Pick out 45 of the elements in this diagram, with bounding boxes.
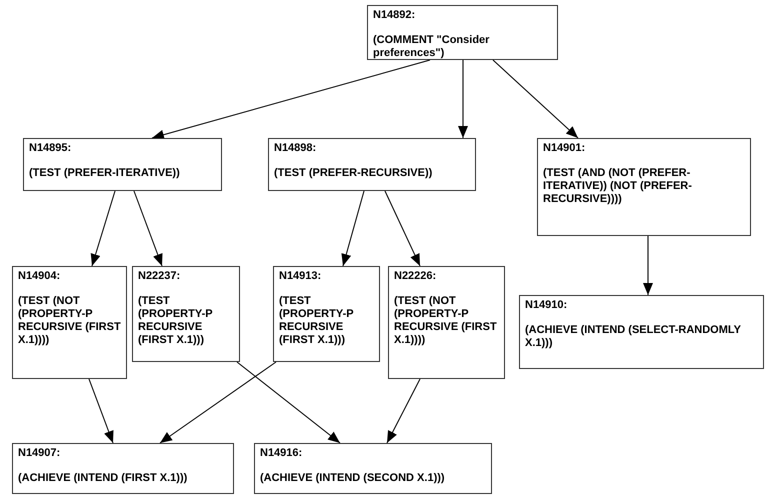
arrow [152,60,430,140]
node-box [23,138,222,191]
node-id: N14910: [525,299,568,312]
arrow [134,190,162,266]
arrow [492,60,578,138]
node-expression: (ACHIEVE (INTEND (SELECT-RANDOMLY X.1))) [525,324,742,350]
node-id: N14892: [373,9,416,22]
node-id: N14916: [260,447,304,460]
node-box [12,443,234,494]
arrow [90,190,116,266]
arrow [643,236,653,296]
node-id: N14898: [274,142,318,155]
arrow [384,190,420,266]
node-expression: (ACHIEVE (INTEND (SECOND X.1))) [260,472,446,485]
node-box [268,138,476,191]
arrow [386,378,420,444]
node-expression: (TEST (PROPERTY-P RECURSIVE (FIRST X.1))) [279,295,354,347]
node-id: N14904: [18,270,62,283]
node-id: N14907: [18,447,62,460]
node-expression: (TEST (NOT (PROPERTY-P RECURSIVE (FIRST X.1)))) [394,295,498,347]
node-id: N22237: [138,270,182,283]
arrow [458,60,468,138]
node-id: N14895: [29,142,72,155]
node-box [132,266,240,362]
arrow [160,362,276,444]
node-box [519,295,764,369]
node-expression: (ACHIEVE (INTEND (FIRST X.1))) [18,472,188,485]
node-box [12,266,127,379]
node-box [388,266,505,379]
node-expression: (TEST (PROPERTY-P RECURSIVE (FIRST X.1))) [138,295,214,347]
node-expression: (COMMENT "Consider preferences") [373,34,490,60]
node-box [367,5,558,60]
node-box [273,266,380,362]
node-id: N22226: [394,270,438,283]
node-box [254,443,492,494]
node-expression: (TEST (NOT (PROPERTY-P RECURSIVE (FIRST X.1)))) [18,295,121,347]
node-box [537,138,751,236]
arrow [341,190,364,266]
node-expression: (TEST (PREFER-ITERATIVE)) [29,167,181,180]
node-id: N14901: [543,142,586,155]
arrow [88,378,114,444]
node-id: N14913: [279,270,322,283]
node-expression: (TEST (AND (NOT (PREFER-ITERATIVE)) (NOT (PREFER-RECURSIVE)))) [543,167,693,206]
node-expression: (TEST (PREFER-RECURSIVE)) [274,167,434,180]
arrow [236,362,340,444]
